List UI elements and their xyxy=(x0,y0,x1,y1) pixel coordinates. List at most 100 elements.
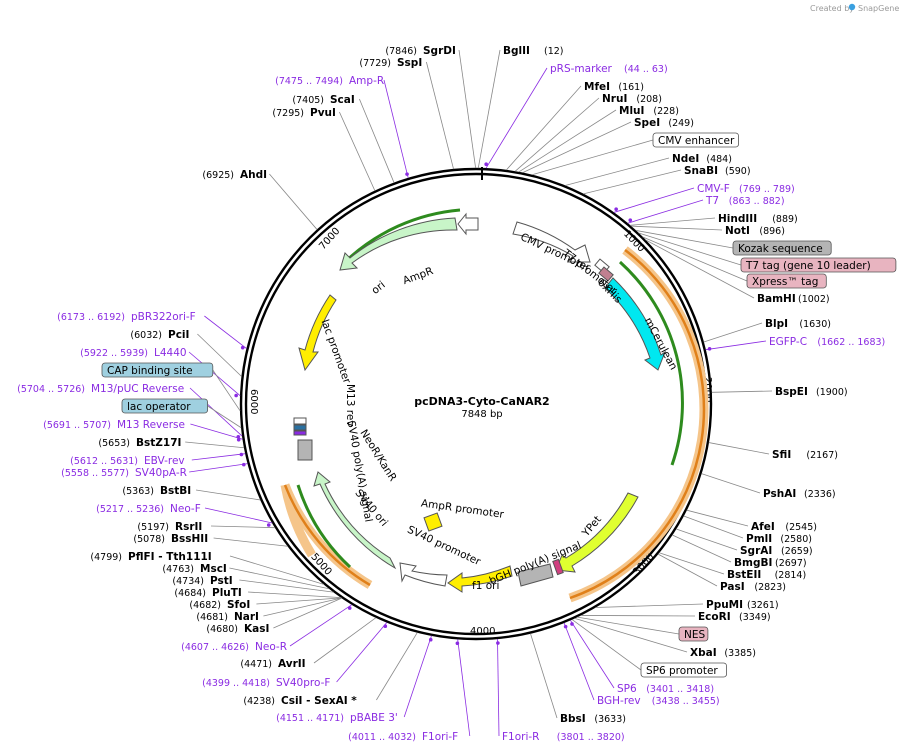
primer-range: (6173 .. 6192) xyxy=(57,312,125,323)
site-name: PasI xyxy=(720,581,745,593)
feature-box-label: Kozak sequence xyxy=(738,243,823,255)
leader-line xyxy=(229,555,324,585)
feature-box-label: NES xyxy=(684,629,705,641)
ring-tick-4000: 4000 xyxy=(470,626,495,637)
site-position: (2697) xyxy=(775,558,807,569)
feature-box xyxy=(121,398,208,414)
leader-line xyxy=(256,597,342,605)
site-name: NruI xyxy=(602,93,627,105)
primer-range: (7475 .. 7494) xyxy=(275,76,343,87)
leader-line xyxy=(580,615,696,617)
primer-name: L4440 xyxy=(154,347,187,359)
leader-line xyxy=(458,49,477,169)
snapgene-logo-icon xyxy=(848,3,856,11)
leader-line xyxy=(577,616,680,635)
primer-name: SV40pro-F xyxy=(276,677,330,689)
site-position: (4471) xyxy=(240,659,272,670)
site-position: (7846) xyxy=(385,46,417,57)
leader-line xyxy=(705,340,767,351)
leader-line xyxy=(574,617,688,653)
feature-box xyxy=(746,273,827,289)
site-position: (889) xyxy=(772,214,798,225)
primer-range: (5217 .. 5236) xyxy=(96,504,164,515)
ampr-feature xyxy=(339,217,458,271)
feature-box-label: CMV enhancer xyxy=(658,135,735,147)
mcerulean-feature xyxy=(604,277,667,371)
site-position: (7729) xyxy=(359,58,391,69)
site-name: BglII xyxy=(503,45,530,57)
leader-line xyxy=(336,622,388,683)
sv40-promoter-label: SV40 promoter xyxy=(405,524,483,569)
leader-line xyxy=(190,423,243,440)
primer-range: (5704 .. 5726) xyxy=(17,384,85,395)
site-name: XbaI xyxy=(690,647,717,659)
site-position: (4734) xyxy=(172,576,204,587)
site-position: (4763) xyxy=(162,564,194,575)
leader-line xyxy=(207,405,242,429)
ring-tick-7000: 7000 xyxy=(317,226,342,252)
primer-marker xyxy=(614,207,618,211)
site-position: (3633) xyxy=(594,714,626,725)
canar-orf-arc xyxy=(569,249,706,600)
leader-line xyxy=(627,199,704,224)
site-name: NdeI xyxy=(672,153,699,165)
feature-box xyxy=(101,362,214,378)
site-name: BlpI xyxy=(765,318,788,330)
mcerulean-orf-arc xyxy=(618,260,684,466)
leader-line xyxy=(485,67,548,169)
site-name: MluI xyxy=(619,105,644,117)
primer-marker xyxy=(234,393,238,398)
site-name: AhdI xyxy=(240,169,267,181)
site-name: EcoRI xyxy=(698,611,731,623)
site-name: PflFI - Tth111I xyxy=(128,551,212,563)
site-name: BssHII xyxy=(171,533,208,545)
primer-name: CMV-F xyxy=(697,183,730,195)
site-position: (2167) xyxy=(806,450,838,461)
leader-line xyxy=(514,97,600,172)
leader-line xyxy=(565,157,670,186)
primer-marker xyxy=(563,624,568,629)
primer-name: F1ori-F xyxy=(422,731,458,743)
site-name: PluTI xyxy=(212,587,242,599)
leader-line xyxy=(676,528,738,551)
feature-box-label: SP6 promoter xyxy=(646,665,718,677)
primer-marker xyxy=(347,606,352,610)
ori-label: lac promoter xyxy=(319,318,353,386)
primer-name: Neo-R xyxy=(255,641,287,653)
primer-marker xyxy=(266,523,271,527)
feature-box-label: CAP binding site xyxy=(107,365,193,377)
6xhis-feature xyxy=(598,266,614,282)
site-name: BspEI xyxy=(775,386,808,398)
site-name: BbsI xyxy=(560,713,586,725)
site-position: (3385) xyxy=(724,648,756,659)
site-name: SfiI xyxy=(772,449,791,461)
site-position: (7295) xyxy=(272,108,304,119)
ampr-promoter-feature xyxy=(457,212,479,236)
leader-line xyxy=(376,632,418,701)
leader-line xyxy=(289,604,353,647)
feature-box-label: T7 tag (gene 10 leader) xyxy=(745,260,871,272)
primer-marker xyxy=(455,641,460,646)
primer-range: (3801 .. 3820) xyxy=(557,732,625,743)
neo-green-arc xyxy=(296,484,352,569)
leader-line xyxy=(189,463,248,473)
ori-feature xyxy=(298,294,337,372)
leader-lines xyxy=(185,49,773,737)
feature-box xyxy=(652,132,739,148)
primer-name: SP6 xyxy=(617,683,637,695)
leader-line xyxy=(457,639,471,737)
site-position: (7405) xyxy=(292,95,324,106)
leader-line xyxy=(213,537,288,547)
neo-orf-arc xyxy=(283,484,371,587)
primer-marker xyxy=(236,434,241,439)
site-position: (12) xyxy=(544,46,564,57)
site-position: (3261) xyxy=(747,600,779,611)
ypet-feature xyxy=(555,492,639,573)
primer-name: T7 xyxy=(705,195,719,207)
site-name: PshAI xyxy=(763,488,796,500)
leader-line xyxy=(506,85,582,171)
cmv-promoter-feature xyxy=(512,221,591,263)
leader-line xyxy=(711,390,773,393)
primer-range: (5922 .. 5939) xyxy=(80,348,148,359)
